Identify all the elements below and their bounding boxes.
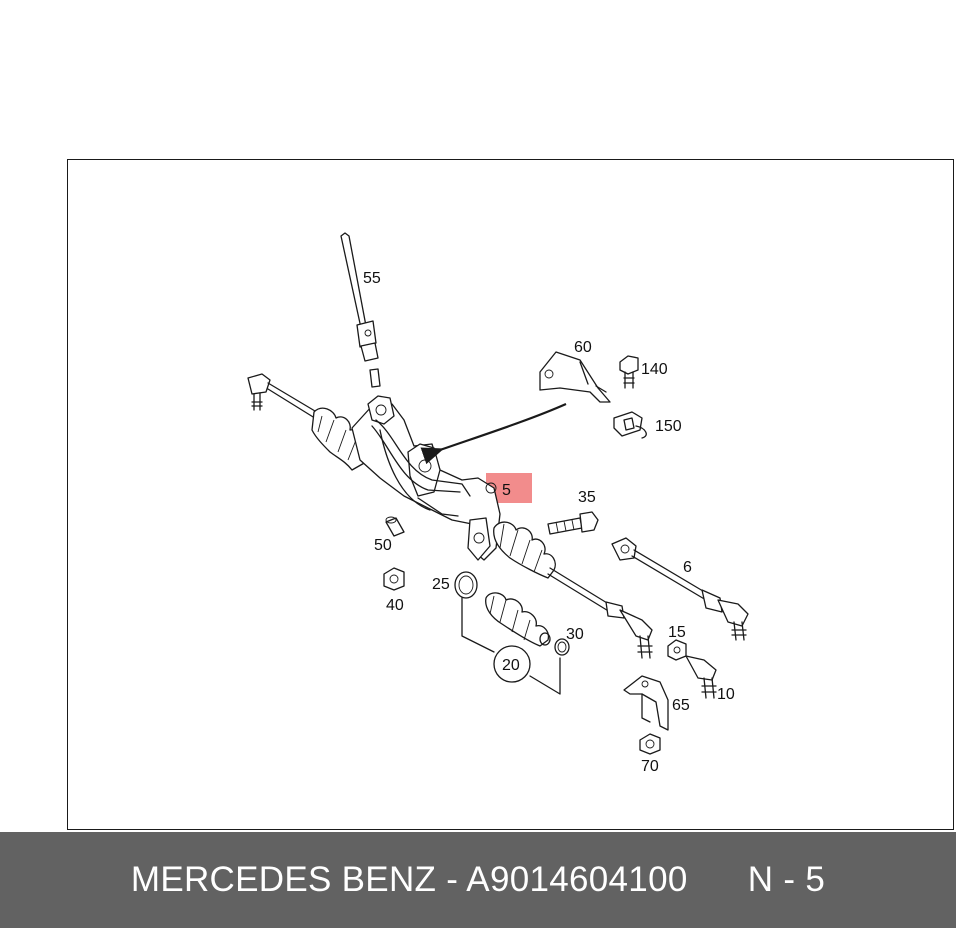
- label-5: 5: [502, 482, 511, 499]
- label-60: 60: [574, 339, 592, 356]
- label-10: 10: [717, 686, 735, 703]
- footer-gap: [688, 860, 748, 899]
- label-40: 40: [386, 597, 404, 614]
- footer-part-number: A9014604100: [466, 860, 688, 899]
- part-25-clamp[interactable]: [454, 571, 478, 599]
- part-60-bracket[interactable]: [539, 351, 611, 403]
- label-25: 25: [432, 576, 450, 593]
- part-10-ball-joint[interactable]: [685, 655, 717, 699]
- label-35: 35: [578, 489, 596, 506]
- part-55-steering-shaft[interactable]: [340, 232, 381, 388]
- label-70: 70: [641, 758, 659, 775]
- label-65: 65: [672, 697, 690, 714]
- label-20: 20: [502, 657, 520, 674]
- label-55: 55: [363, 270, 381, 287]
- part-150-clip-nut[interactable]: [613, 411, 647, 439]
- label-30: 30: [566, 626, 584, 643]
- part-65-bracket[interactable]: [623, 675, 669, 731]
- kit-20-bracket-lines: [461, 597, 561, 695]
- part-6-tie-rod[interactable]: [611, 537, 749, 641]
- footer-title: MERCEDES BENZ - A9014604100 N - 5: [131, 860, 825, 900]
- part-20-boot[interactable]: [485, 592, 551, 647]
- label-150: 150: [655, 418, 682, 435]
- footer-position: N - 5: [747, 860, 826, 899]
- footer-separator: -: [436, 860, 467, 899]
- footer-brand: MERCEDES BENZ: [130, 860, 437, 899]
- part-35-bolt[interactable]: [547, 511, 599, 535]
- footer-bar: MERCEDES BENZ - A9014604100 N - 5: [0, 832, 956, 928]
- part-70-nut[interactable]: [639, 733, 661, 755]
- assembly-arrow: [420, 402, 567, 465]
- part-50-sleeve[interactable]: [385, 516, 405, 537]
- label-6: 6: [683, 559, 692, 576]
- kit-20-circle: [493, 645, 531, 683]
- part-30-small-clamp[interactable]: [554, 638, 570, 656]
- label-50: 50: [374, 537, 392, 554]
- part-5-steering-rack[interactable]: [247, 373, 653, 659]
- label-15: 15: [668, 624, 686, 641]
- part-15-nut[interactable]: [667, 639, 687, 661]
- part-140-bolt[interactable]: [619, 355, 639, 389]
- steering-gear-diagram: 55 60 140 150 5 35 6 50 40 25 30 20 15 1…: [247, 232, 749, 775]
- label-140: 140: [641, 361, 668, 378]
- part-40-nut[interactable]: [383, 567, 405, 591]
